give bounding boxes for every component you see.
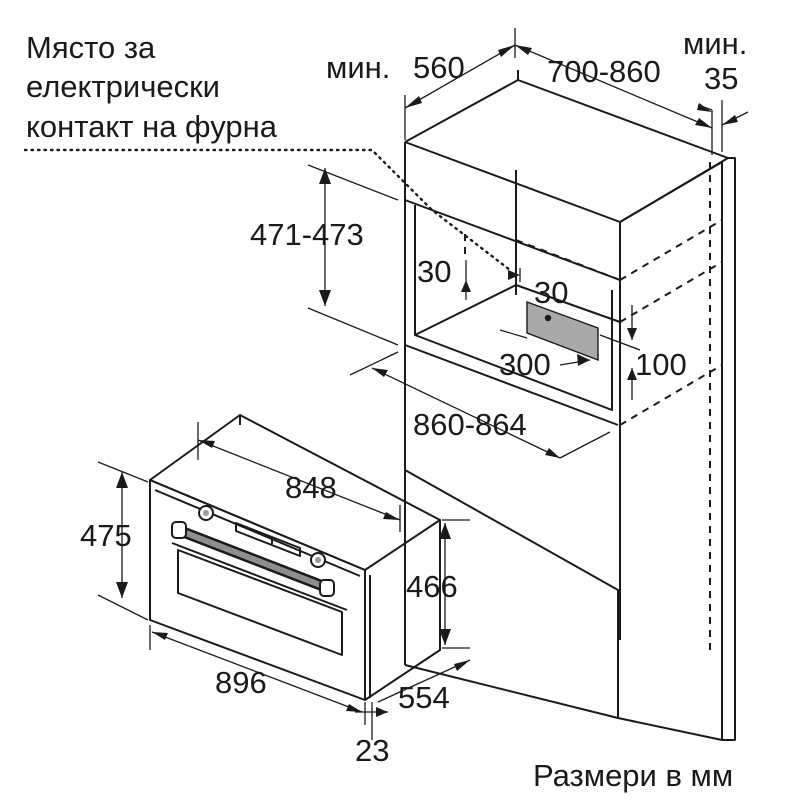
rear-gap-label: 35 bbox=[704, 61, 738, 96]
oven-body-height-label: 466 bbox=[406, 569, 458, 604]
oven-handle bbox=[171, 521, 335, 597]
oven-front-width-label: 896 bbox=[215, 665, 267, 700]
oven-body-depth-label: 554 bbox=[398, 680, 450, 715]
socket-zone bbox=[526, 300, 599, 362]
oven-body-width-label: 848 bbox=[285, 470, 337, 505]
oven-body bbox=[149, 414, 441, 701]
socket-width-label: 300 bbox=[499, 347, 551, 382]
oven-knob-right bbox=[310, 552, 326, 568]
min-depth-prefix-label: мин. bbox=[326, 50, 390, 85]
niche-height-label: 471-473 bbox=[250, 217, 364, 252]
tall-cabinet bbox=[404, 70, 736, 741]
oven-door bbox=[171, 542, 348, 656]
socket-note: Място за електрически контакт на фурна bbox=[26, 30, 278, 144]
socket-offset-left-label: 30 bbox=[417, 254, 451, 289]
dimension-lines bbox=[97, 28, 749, 740]
socket-leader bbox=[23, 148, 512, 272]
oven-front-thickness-label: 23 bbox=[355, 733, 389, 768]
min-depth-label: 560 bbox=[413, 50, 465, 85]
oven-knob-left bbox=[198, 505, 214, 521]
cabinet-depth-label: 700-860 bbox=[547, 54, 661, 89]
socket-note-line-3: контакт на фурна bbox=[26, 109, 278, 144]
units-caption: Размери в мм bbox=[533, 758, 733, 793]
socket-marker bbox=[544, 314, 552, 322]
socket-height-label: 100 bbox=[635, 347, 687, 382]
oven-front-height-label: 475 bbox=[80, 518, 132, 553]
niche-width-label: 860-864 bbox=[413, 407, 527, 442]
socket-note-line-1: Място за bbox=[26, 30, 156, 65]
rear-gap-prefix-label: мин. bbox=[683, 26, 747, 61]
socket-note-line-2: електрически bbox=[26, 69, 220, 104]
socket-offset-top-label: 30 bbox=[534, 275, 568, 310]
